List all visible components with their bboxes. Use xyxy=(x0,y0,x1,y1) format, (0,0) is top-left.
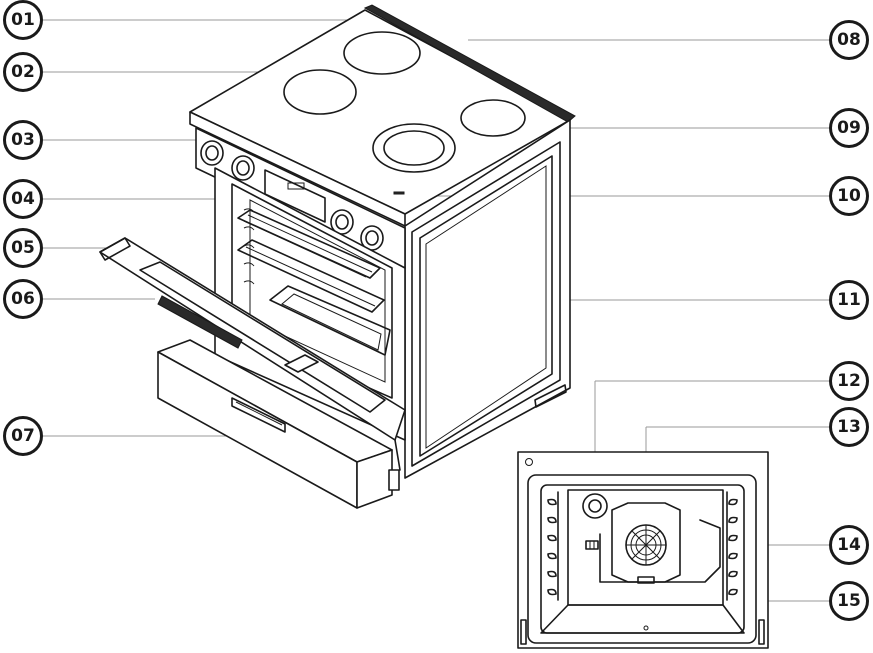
knob-3-inner xyxy=(335,214,349,230)
callout-05: 05 xyxy=(3,228,43,268)
heating-element xyxy=(599,519,721,583)
oven-racks xyxy=(237,209,391,356)
callout-11: 11 xyxy=(829,280,869,320)
inset-pin xyxy=(643,625,649,631)
side-panel-frame-inner2 xyxy=(425,165,547,449)
oven-cavity-back xyxy=(249,199,386,383)
drawer-side xyxy=(356,449,393,509)
callout-03: 03 xyxy=(3,120,43,160)
callout-01: 01 xyxy=(3,0,43,40)
burner-rear-right xyxy=(460,99,526,137)
front-foot xyxy=(388,469,400,491)
oven-cavity-inner xyxy=(231,183,393,399)
range xyxy=(99,4,576,509)
inset-hinge-left xyxy=(520,619,527,645)
side-panel-frame-inner xyxy=(419,155,553,457)
warming-drawer xyxy=(157,339,393,509)
drawer-handle-line xyxy=(235,401,283,426)
callout-15: 15 xyxy=(829,581,869,621)
burner-front-left xyxy=(283,69,357,115)
display-indicator xyxy=(287,182,305,190)
inset-floor xyxy=(540,604,745,634)
knob-2-inner xyxy=(236,160,250,176)
fan-spoke-d2 xyxy=(631,530,661,560)
callout-12: 12 xyxy=(829,361,869,401)
control-display xyxy=(264,169,326,223)
callout-02: 02 xyxy=(3,52,43,92)
callout-07: 07 xyxy=(3,416,43,456)
knob-1 xyxy=(200,140,224,166)
burner-front-right-inner xyxy=(383,130,445,166)
fan-cover-tab xyxy=(637,576,655,584)
rack-supports-left xyxy=(547,498,557,596)
inset-screw xyxy=(525,458,533,466)
cooktop-burners xyxy=(283,31,526,195)
oven-light-inner xyxy=(588,499,602,513)
rack-lower xyxy=(237,239,385,313)
knob-1-inner xyxy=(205,145,219,161)
base-foot-right xyxy=(534,384,567,408)
oven-light-outer xyxy=(582,493,608,519)
oven-interior-inset xyxy=(517,451,769,649)
callout-14: 14 xyxy=(829,525,869,565)
side-panel-frame-outer xyxy=(411,141,561,467)
rack-side-rails xyxy=(243,208,255,285)
rack-upper-wire xyxy=(247,214,373,273)
rack-supports-right xyxy=(728,498,738,596)
callout-10: 10 xyxy=(829,176,869,216)
callout-09: 09 xyxy=(829,108,869,148)
callout-13: 13 xyxy=(829,407,869,447)
oven-door-top-edge xyxy=(99,237,131,261)
rear-vent-strip xyxy=(363,4,576,123)
knob-4-inner xyxy=(365,230,379,246)
inset-hinge-right xyxy=(758,619,765,645)
rack-upper xyxy=(237,209,381,279)
rack-lower-wire xyxy=(245,246,376,307)
door-handle-bracket xyxy=(284,354,319,373)
drawer-handle xyxy=(231,397,286,433)
rack-upper-wire2 xyxy=(243,220,367,278)
callout-08: 08 xyxy=(829,20,869,60)
door-seal xyxy=(157,295,243,349)
knob-2 xyxy=(231,155,255,181)
cooktop-indicator xyxy=(393,191,405,195)
drip-tray-inner xyxy=(281,293,382,351)
callout-04: 04 xyxy=(3,179,43,219)
burner-rear-left xyxy=(343,31,421,75)
door-hinge xyxy=(394,439,401,471)
inset-cavity-outer xyxy=(527,474,757,644)
callout-06: 06 xyxy=(3,279,43,319)
temperature-sensor xyxy=(585,540,599,550)
left-rails xyxy=(243,208,255,285)
drip-tray xyxy=(269,285,391,356)
control-knobs xyxy=(200,140,384,251)
